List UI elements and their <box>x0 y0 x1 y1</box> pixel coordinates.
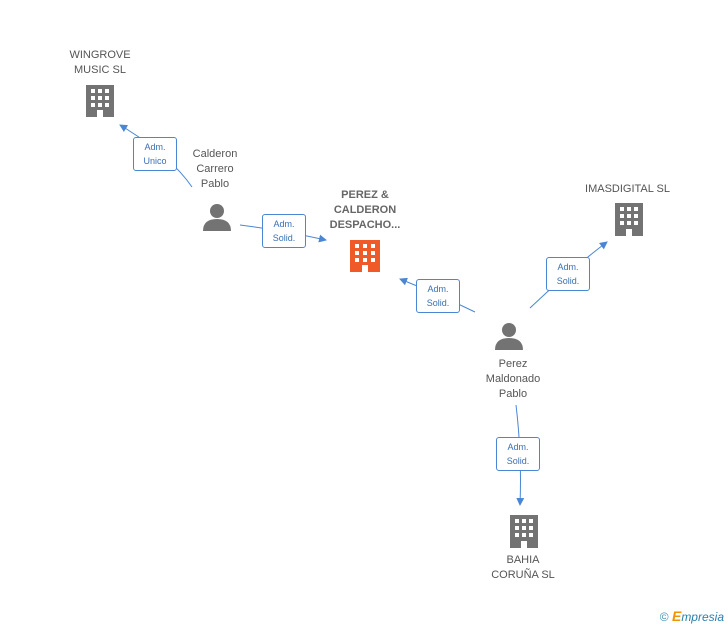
wingrove-building-icon[interactable] <box>86 85 114 117</box>
calderon-label[interactable]: Calderon Carrero Pablo <box>192 148 238 190</box>
empresia-logo: © Empresia <box>660 608 724 624</box>
brand-name: mpresia <box>681 610 724 624</box>
brand-initial: E <box>671 608 682 624</box>
bahia-building-icon[interactable] <box>510 515 538 548</box>
edge-label-calderon-wingrove: Adm. Unico <box>133 137 177 171</box>
imasdigital-building-icon[interactable] <box>615 203 643 236</box>
perez-calderon-building-icon[interactable] <box>350 240 380 272</box>
perez-calderon-label[interactable]: PEREZ & CALDERON DESPACHO... <box>329 189 401 231</box>
calderon-person-icon[interactable] <box>203 204 231 231</box>
edge-label-maldonado-bahia: Adm. Solid. <box>496 437 540 471</box>
wingrove-label[interactable]: WINGROVE MUSIC SL <box>69 49 131 76</box>
imasdigital-label[interactable]: IMASDIGITAL SL <box>585 183 670 195</box>
maldonado-person-icon[interactable] <box>495 323 523 350</box>
copyright-icon: © <box>659 610 669 624</box>
edge-label-calderon-perez: Adm. Solid. <box>262 214 306 248</box>
edge-label-maldonado-imas: Adm. Solid. <box>546 257 590 291</box>
maldonado-label[interactable]: Perez Maldonado Pablo <box>485 358 541 400</box>
bahia-label[interactable]: BAHIA CORUÑA SL <box>491 554 555 581</box>
edge-label-maldonado-perez: Adm. Solid. <box>416 279 460 313</box>
